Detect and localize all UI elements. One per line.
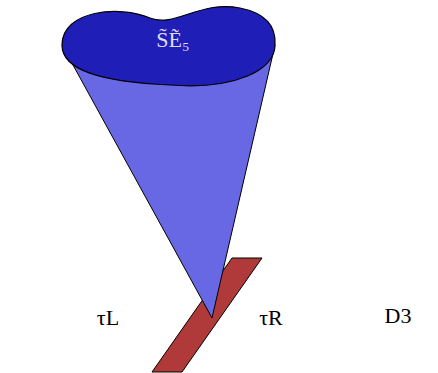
node-label: τL bbox=[97, 306, 119, 330]
cone-top: S̃Ẽ₅ bbox=[60, 0, 280, 92]
brane-sheet: τR bbox=[176, 256, 416, 373]
node-label: τR bbox=[259, 306, 283, 330]
brane-sheet: τL bbox=[0, 256, 240, 373]
brane-sheet-shape bbox=[0, 256, 240, 373]
cone-body bbox=[62, 45, 275, 318]
brane-label: D3 bbox=[385, 304, 412, 328]
brane-sheet-shape bbox=[176, 256, 416, 373]
brane-label-box: D3 bbox=[385, 304, 412, 328]
node-label: S̃Ẽ₅ bbox=[156, 28, 189, 52]
